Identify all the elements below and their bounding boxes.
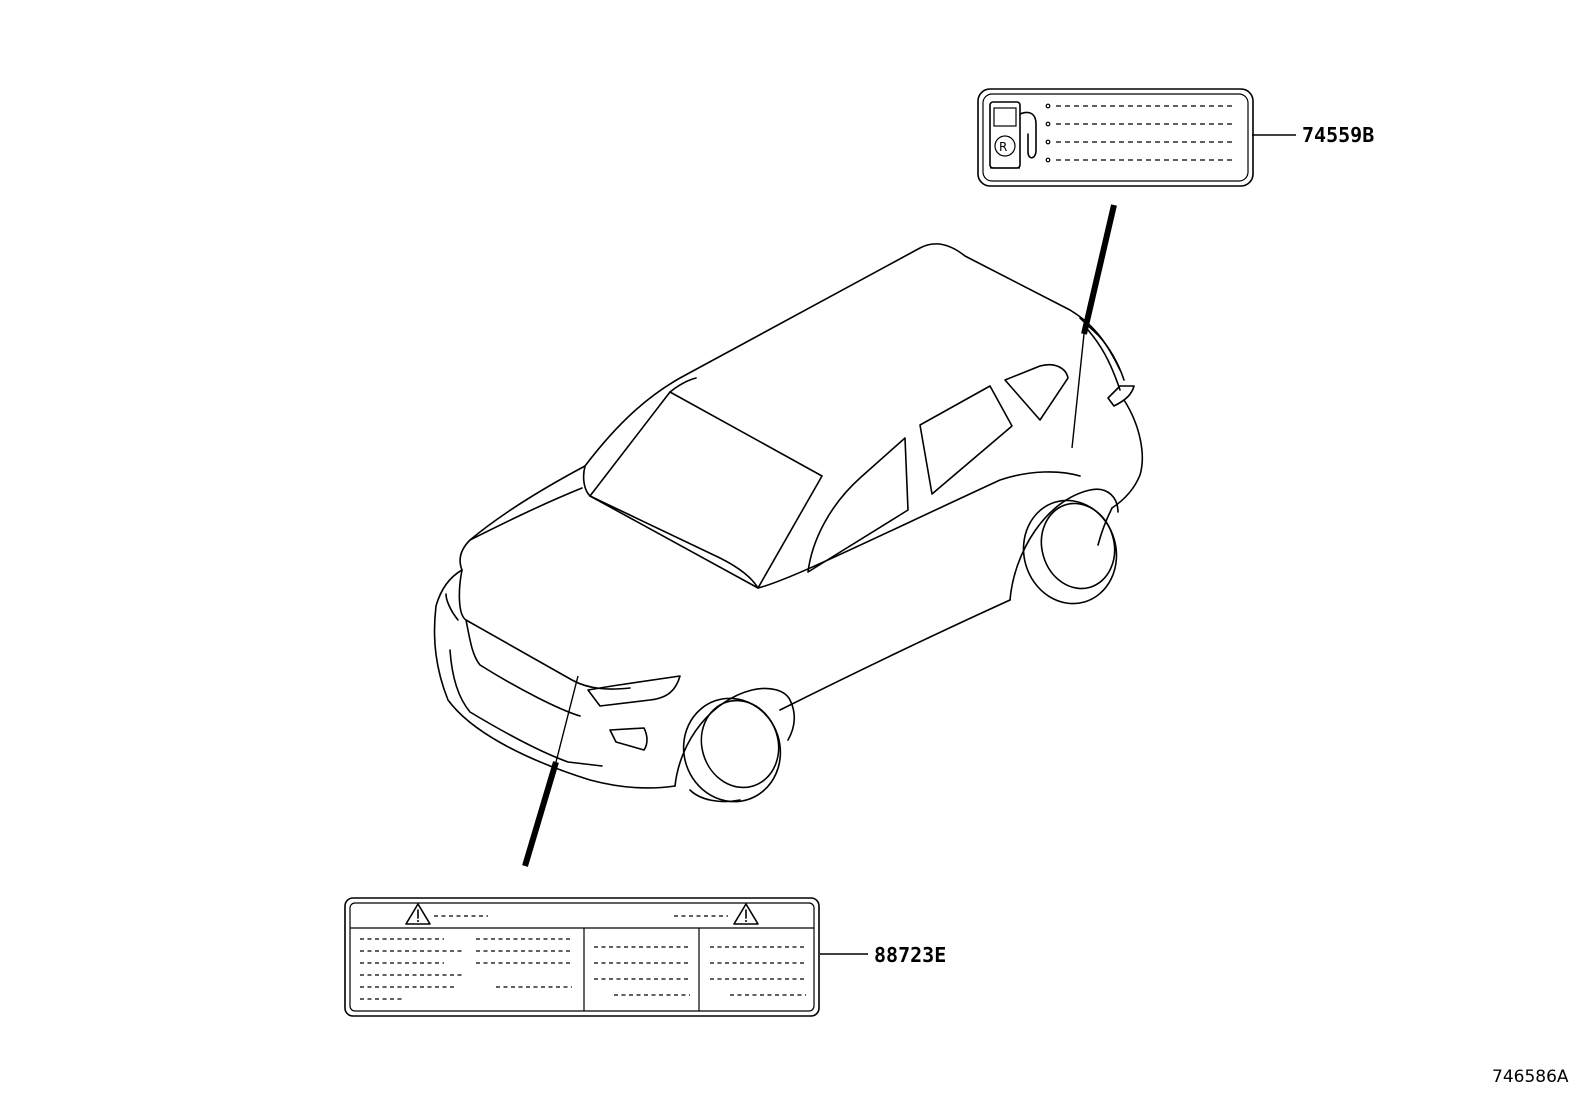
svg-text:R: R [999, 140, 1007, 154]
fuel-pump-icon: R [989, 101, 1037, 169]
warning-triangle-icon [733, 903, 759, 925]
part-number-fuel-label[interactable]: 74559B [1302, 123, 1374, 147]
part-number-caution-label[interactable]: 88723E [874, 943, 946, 967]
fuel-label: R [977, 88, 1254, 187]
figure-id: 746586A [1492, 1067, 1569, 1087]
caution-label-text-lines [360, 938, 806, 1000]
caution-label [344, 897, 820, 1017]
fuel-label-text-lines [1045, 103, 1234, 163]
vehicle-illustration [433, 243, 1144, 803]
leader-lines [522, 134, 1296, 955]
warning-triangle-icon [405, 903, 431, 925]
